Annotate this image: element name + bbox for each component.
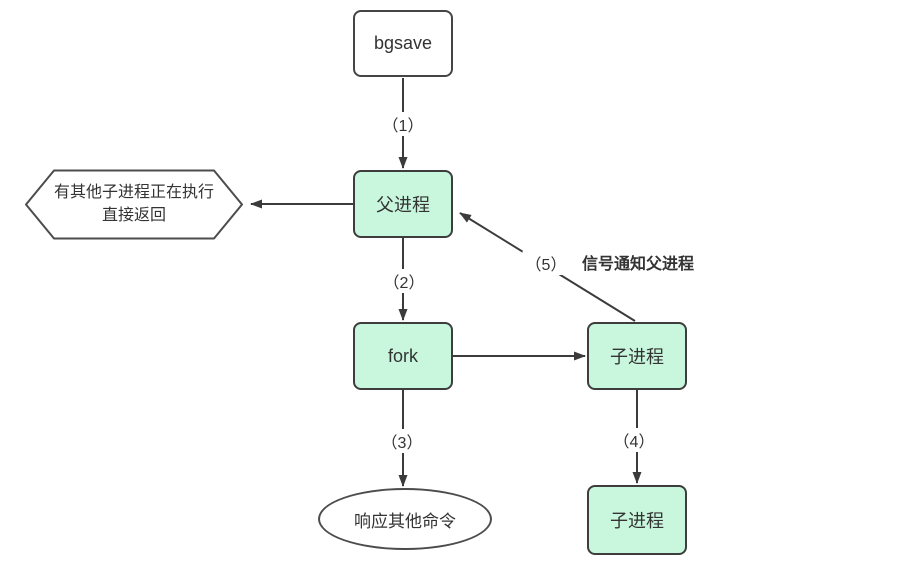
hexagon-line1: 有其他子进程正在执行 — [53, 184, 214, 202]
edge-label-step5: （5） — [522, 251, 570, 275]
node-fork-label: fork — [387, 345, 418, 366]
node-parent-label: 父进程 — [376, 195, 430, 215]
node-fork: fork — [353, 322, 453, 390]
edge-label-step3: （3） — [378, 429, 426, 453]
node-parent-process: 父进程 — [353, 170, 453, 238]
node-child-label: 子进程 — [610, 347, 664, 367]
node-respond-label: 响应其他命令 — [354, 511, 456, 531]
edge-label-step4: （4） — [610, 428, 658, 452]
node-hexagon-text: 有其他子进程正在执行 直接返回 — [25, 169, 243, 240]
node-respond-other-commands: 响应其他命令 — [318, 488, 492, 550]
signal-annotation: 信号通知父进程 — [582, 256, 695, 273]
edge-label-step1: （1） — [379, 112, 427, 136]
node-bgsave: bgsave — [353, 10, 453, 77]
node-hexagon-return: 有其他子进程正在执行 直接返回 — [25, 169, 243, 240]
node-child-bottom-label: 子进程 — [610, 511, 664, 531]
node-child-process-bottom: 子进程 — [587, 485, 687, 555]
node-bgsave-label: bgsave — [373, 33, 433, 53]
hexagon-shape — [25, 169, 243, 240]
node-child-process: 子进程 — [587, 322, 687, 390]
hexagon-line2: 直接返回 — [101, 206, 166, 224]
edge-label-step2: （2） — [380, 269, 428, 293]
